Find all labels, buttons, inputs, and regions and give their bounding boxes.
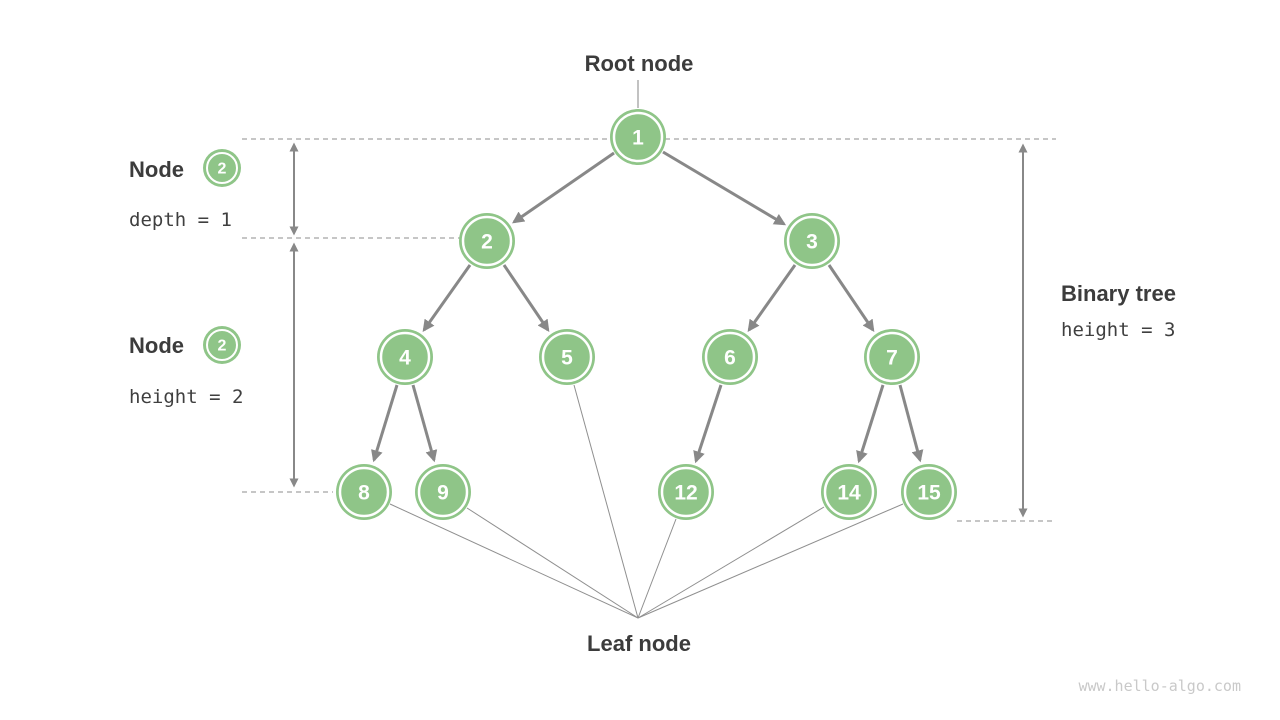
root-node-label: Root node — [585, 51, 694, 76]
node-circle — [415, 464, 471, 520]
node-ring — [417, 466, 469, 518]
node-circle — [336, 464, 392, 520]
node-circle — [864, 329, 920, 385]
node-ring — [866, 331, 918, 383]
tree-node-4: 4 — [377, 329, 433, 385]
fan-line-15 — [637, 503, 904, 619]
depth-annotation: Node 2 depth = 1 — [129, 149, 241, 231]
badge-ring — [206, 329, 238, 361]
node-ring — [338, 466, 390, 518]
tree-height-annotation: Binary tree height = 3 — [1061, 281, 1176, 341]
node-value: 8 — [358, 482, 370, 505]
node-ring — [541, 331, 593, 383]
node-ring — [461, 215, 513, 267]
node-value: 4 — [399, 347, 411, 370]
node-ring — [379, 331, 431, 383]
edge-7-14 — [856, 384, 885, 464]
depth-annotation-title: Node — [129, 157, 184, 182]
node-circle — [784, 213, 840, 269]
edge-1-2 — [512, 151, 615, 224]
node-value: 14 — [837, 482, 861, 505]
node-ring — [704, 331, 756, 383]
level-guides — [242, 138, 1056, 522]
depth-formula: depth = 1 — [129, 209, 232, 231]
node-value: 5 — [561, 347, 573, 370]
node-value: 6 — [724, 347, 736, 370]
tree-node-7: 7 — [864, 329, 920, 385]
node-value: 9 — [437, 482, 449, 505]
node-height-formula: height = 2 — [129, 386, 243, 408]
node-value: 15 — [917, 482, 941, 505]
node-value: 3 — [806, 231, 818, 254]
watermark: www.hello-algo.com — [1078, 677, 1241, 695]
badge-circle — [203, 149, 241, 187]
node-circle — [658, 464, 714, 520]
fan-line-12 — [637, 518, 677, 619]
badge-ring — [206, 152, 238, 184]
tree-nodes: 1 2 3 4 5 — [336, 109, 957, 520]
node-circle — [459, 213, 515, 269]
node-circle — [610, 109, 666, 165]
edge-3-6 — [747, 264, 797, 332]
edge-7-15 — [898, 384, 924, 463]
badge-value: 2 — [218, 161, 227, 178]
measure-arrows — [289, 142, 1028, 518]
node-value: 7 — [886, 347, 898, 370]
leaf-node-label: Leaf node — [587, 631, 691, 656]
node-ring — [903, 466, 955, 518]
tree-edges — [371, 150, 924, 464]
fan-line-14 — [637, 506, 825, 619]
node-ring — [786, 215, 838, 267]
node-value: 1 — [632, 127, 644, 150]
tree-height-annotation-title: Binary tree — [1061, 281, 1176, 306]
fan-line-8 — [389, 503, 639, 619]
tree-node-6: 6 — [702, 329, 758, 385]
tree-node-3: 3 — [784, 213, 840, 269]
tree-node-12: 12 — [658, 464, 714, 520]
tree-node-5: 5 — [539, 329, 595, 385]
edge-4-8 — [371, 384, 399, 463]
edge-4-9 — [411, 384, 438, 463]
node-value: 2 — [481, 231, 493, 254]
edge-3-7 — [827, 264, 875, 332]
fan-line-5 — [573, 384, 639, 619]
badge-circle — [203, 326, 241, 364]
edge-6-12 — [693, 384, 723, 464]
tree-node-1: 1 — [610, 109, 666, 165]
node-height-annotation-title: Node — [129, 333, 184, 358]
fan-line-9 — [466, 507, 639, 619]
tree-height-formula: height = 3 — [1061, 319, 1175, 341]
depth-annotation-badge: 2 — [203, 149, 241, 187]
node-ring — [612, 111, 664, 163]
tree-node-15: 15 — [901, 464, 957, 520]
node-circle — [539, 329, 595, 385]
node-circle — [901, 464, 957, 520]
edge-2-4 — [422, 264, 472, 332]
node-ring — [660, 466, 712, 518]
node-ring — [823, 466, 875, 518]
edge-1-3 — [662, 150, 787, 226]
badge-value: 2 — [218, 338, 227, 355]
node-circle — [377, 329, 433, 385]
node-circle — [821, 464, 877, 520]
tree-node-9: 9 — [415, 464, 471, 520]
node-height-annotation: Node 2 height = 2 — [129, 326, 243, 408]
tree-node-8: 8 — [336, 464, 392, 520]
edge-2-5 — [502, 264, 550, 332]
leaf-fan-lines — [389, 384, 904, 619]
node-value: 12 — [674, 482, 697, 505]
tree-node-14: 14 — [821, 464, 877, 520]
tree-node-2: 2 — [459, 213, 515, 269]
node-height-annotation-badge: 2 — [203, 326, 241, 364]
node-circle — [702, 329, 758, 385]
